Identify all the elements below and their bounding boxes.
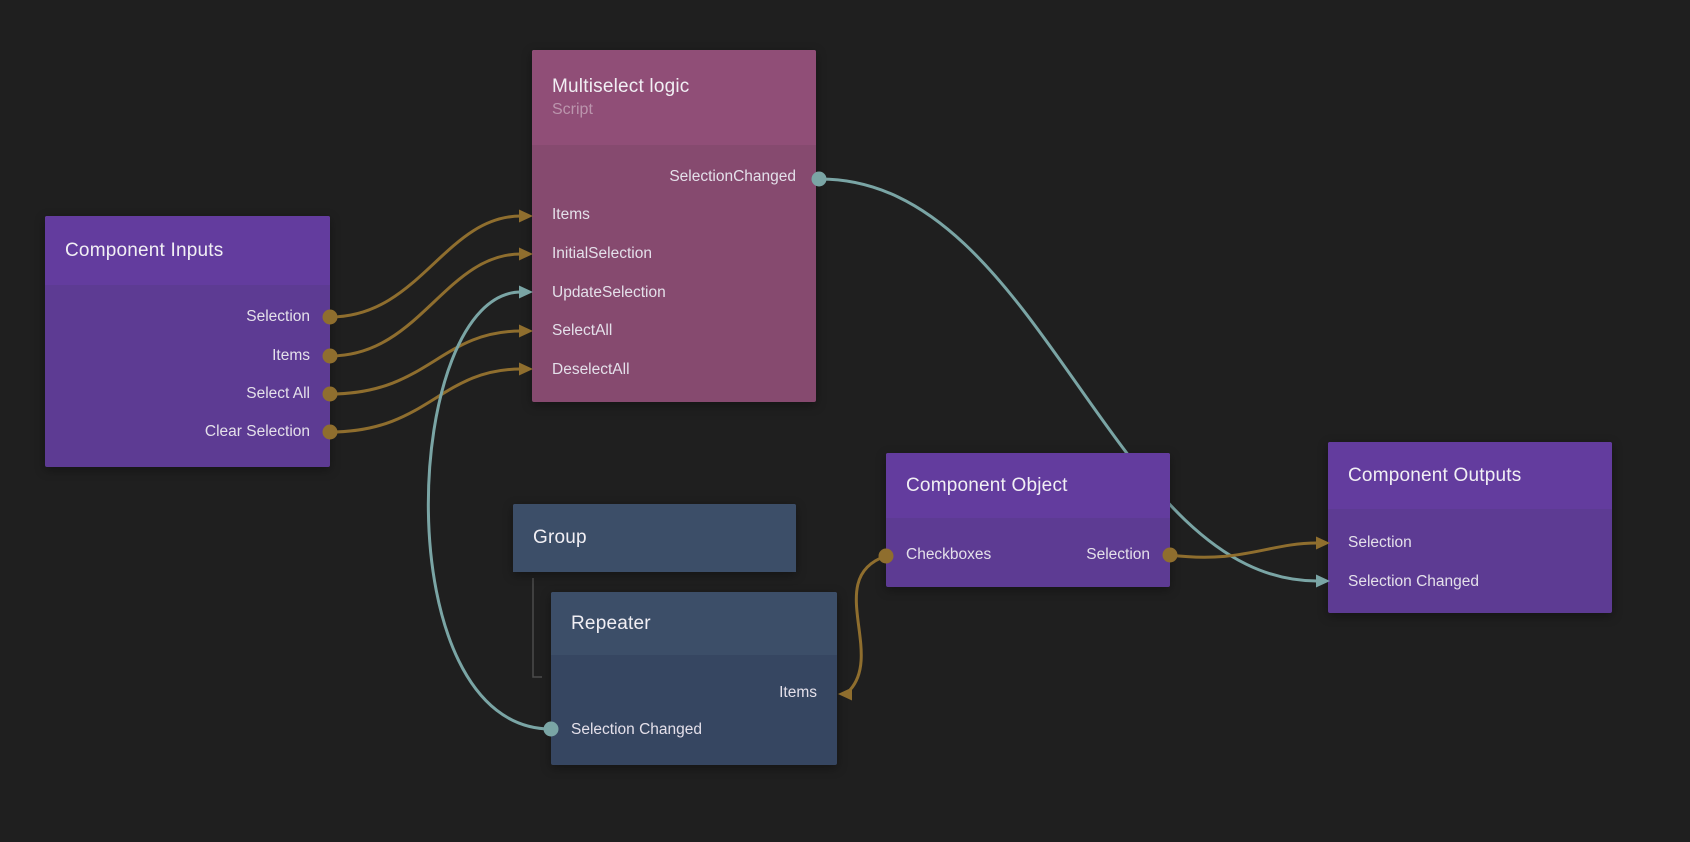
port-deselectall[interactable]: DeselectAll xyxy=(552,361,630,378)
port-items[interactable]: Items xyxy=(272,347,310,364)
node-component-object[interactable]: Component Object Checkboxes Selection xyxy=(886,453,1170,587)
port-select-all[interactable]: Select All xyxy=(246,385,310,402)
port-updateselection[interactable]: UpdateSelection xyxy=(552,284,666,301)
node-title: Component Inputs xyxy=(65,239,224,261)
wire-selection-to-items[interactable] xyxy=(328,214,523,319)
node-component-outputs-header[interactable]: Component Outputs xyxy=(1328,442,1612,509)
wire-selectall-to-selectall[interactable] xyxy=(328,329,523,396)
port-selectall[interactable]: SelectAll xyxy=(552,322,613,339)
port-selection-changed[interactable]: Selection Changed xyxy=(571,721,702,738)
port-selection[interactable]: Selection xyxy=(246,308,310,325)
node-group-header[interactable]: Group xyxy=(513,504,796,572)
node-component-outputs[interactable]: Component Outputs Selection Selection Ch… xyxy=(1328,442,1612,613)
node-multiselect-logic[interactable]: Multiselect logic Script SelectionChange… xyxy=(532,50,816,402)
port-checkboxes[interactable]: Checkboxes xyxy=(906,546,992,563)
port-selection[interactable]: Selection xyxy=(1348,534,1412,551)
node-component-inputs-header[interactable]: Component Inputs xyxy=(45,216,330,285)
node-title: Repeater xyxy=(571,612,651,634)
wire-selectionchanged-to-updateselection[interactable] xyxy=(426,290,553,731)
wire-items-to-initialselection[interactable] xyxy=(328,252,523,358)
wire-selectionchanged-to-outputs[interactable] xyxy=(818,177,1319,583)
node-group[interactable]: Group xyxy=(513,504,796,572)
node-title: Multiselect logic xyxy=(552,76,690,97)
port-selection-changed[interactable]: Selection Changed xyxy=(1348,573,1479,590)
port-clear-selection[interactable]: Clear Selection xyxy=(204,423,310,440)
port-items[interactable]: Items xyxy=(779,684,817,701)
wire-checkboxes-to-repeater-items[interactable] xyxy=(848,554,888,692)
node-subtitle: Script xyxy=(552,101,593,118)
node-title: Group xyxy=(533,527,587,548)
node-component-inputs[interactable]: Component Inputs Selection Items Select … xyxy=(45,216,330,467)
node-title: Component Object xyxy=(906,474,1068,496)
node-component-object-header[interactable]: Component Object xyxy=(886,453,1170,518)
node-repeater[interactable]: Repeater Items Selection Changed xyxy=(551,592,837,765)
port-initialselection[interactable]: InitialSelection xyxy=(552,245,652,262)
port-selectionchanged[interactable]: SelectionChanged xyxy=(669,168,796,185)
hierarchy-line-group-repeater xyxy=(532,578,542,678)
wire-clearselection-to-deselectall[interactable] xyxy=(328,367,523,434)
port-items[interactable]: Items xyxy=(552,206,590,223)
node-multiselect-logic-header[interactable]: Multiselect logic Script xyxy=(532,50,816,145)
node-repeater-header[interactable]: Repeater xyxy=(551,592,837,655)
wire-objectselection-to-outputselection[interactable] xyxy=(1168,541,1319,559)
port-selection[interactable]: Selection xyxy=(1086,546,1150,563)
node-title: Component Outputs xyxy=(1348,464,1522,486)
